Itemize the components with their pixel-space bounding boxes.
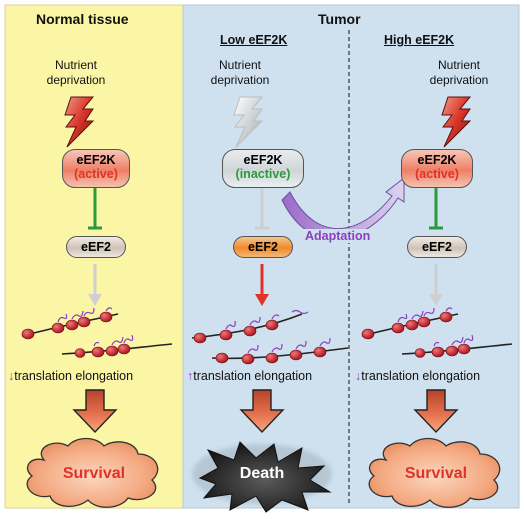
eef2-node-high: eEF2 bbox=[407, 236, 467, 258]
eef2k-node-high: eEF2K (active) bbox=[401, 149, 473, 188]
eef2k-label: eEF2K bbox=[417, 153, 457, 167]
eef2k-state: (inactive) bbox=[235, 167, 291, 181]
ribosome-polysome-icon bbox=[21, 307, 173, 358]
eef2k-state: (active) bbox=[415, 167, 459, 181]
eef2-node-low: eEF2 bbox=[233, 236, 293, 258]
ribosome-polysome-icon bbox=[361, 307, 513, 358]
adaptation-label: Adaptation bbox=[304, 229, 372, 243]
stimulus-label-normal: Nutrient deprivation bbox=[36, 58, 116, 88]
eef2k-state: (active) bbox=[74, 167, 118, 181]
outcome-label-normal: Survival bbox=[62, 465, 126, 482]
eef2k-node-low: eEF2K (inactive) bbox=[222, 149, 304, 188]
downward-block-arrow bbox=[413, 389, 459, 434]
translation-text: translation elongation bbox=[361, 369, 481, 383]
activation-arrow bbox=[255, 264, 269, 306]
downward-block-arrow bbox=[239, 389, 285, 434]
stimulus-line-1: Nutrient bbox=[54, 58, 98, 72]
stimulus-line-2: deprivation bbox=[429, 73, 489, 87]
header-normal-tissue: Normal tissue bbox=[36, 11, 129, 27]
downward-block-arrow bbox=[72, 389, 118, 434]
translation-text: translation elongation bbox=[193, 369, 313, 383]
stimulus-line-1: Nutrient bbox=[437, 58, 481, 72]
header-tumor: Tumor bbox=[318, 11, 361, 27]
stimulus-label-high: Nutrient deprivation bbox=[414, 58, 504, 88]
outcome-label-high: Survival bbox=[404, 465, 468, 482]
lightning-bolt-icon bbox=[233, 96, 264, 148]
stimulus-line-2: deprivation bbox=[210, 73, 270, 87]
cloud-icon bbox=[368, 437, 501, 508]
activation-arrow bbox=[88, 264, 102, 306]
translation-label-normal: ↓translation elongation bbox=[8, 369, 133, 383]
header-low-eef2k: Low eEF2K bbox=[220, 33, 288, 47]
decrease-arrow-icon: ↓ bbox=[355, 369, 362, 383]
header-high-eef2k: High eEF2K bbox=[384, 33, 455, 47]
stimulus-line-2: deprivation bbox=[46, 73, 106, 87]
outcome-label-low: Death bbox=[239, 465, 285, 482]
inhibition-bar-icon bbox=[255, 188, 269, 230]
cloud-icon bbox=[26, 437, 159, 508]
activation-arrow bbox=[429, 264, 443, 306]
burst-icon bbox=[192, 441, 332, 513]
eef2k-label: eEF2K bbox=[243, 153, 283, 167]
increase-arrow-icon: ↑ bbox=[187, 369, 194, 383]
eef2k-node-normal: eEF2K (active) bbox=[62, 149, 130, 188]
inhibition-bar-icon bbox=[429, 188, 443, 230]
stimulus-line-1: Nutrient bbox=[218, 58, 262, 72]
lightning-bolt-icon bbox=[441, 96, 472, 148]
inhibition-bar-icon bbox=[88, 188, 102, 230]
eef2-node-normal: eEF2 bbox=[66, 236, 126, 258]
translation-label-high: ↓translation elongation bbox=[355, 369, 480, 383]
translation-text: translation elongation bbox=[14, 369, 134, 383]
ribosome-polysome-icon bbox=[191, 309, 349, 365]
lightning-bolt-icon bbox=[64, 96, 95, 148]
decrease-arrow-icon: ↓ bbox=[8, 369, 15, 383]
eef2k-label: eEF2K bbox=[76, 153, 116, 167]
stimulus-label-low: Nutrient deprivation bbox=[200, 58, 280, 88]
translation-label-low: ↑translation elongation bbox=[187, 369, 312, 383]
